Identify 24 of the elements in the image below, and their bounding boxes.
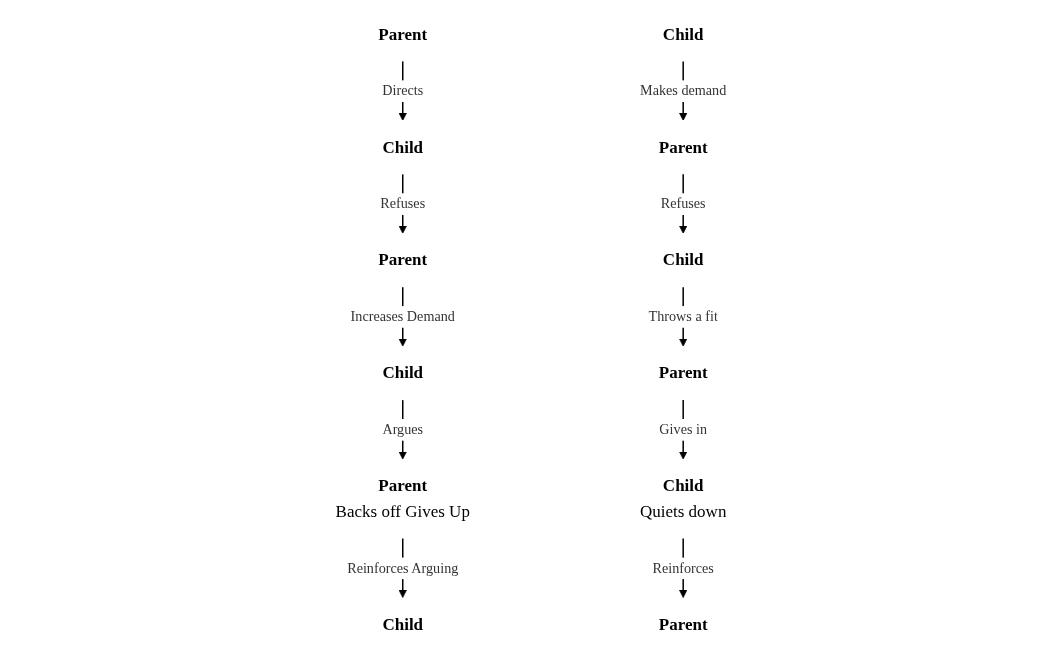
edge-label: Reinforces: [652, 560, 714, 576]
node-text: Parent: [378, 476, 428, 496]
node-text: Child: [382, 614, 424, 634]
node-text: Parent: [658, 137, 708, 157]
node-text: Parent: [658, 614, 708, 634]
edge-label: Reinforces Arguing: [347, 560, 459, 576]
edge-label: Argues: [382, 421, 424, 437]
node-label: Quiets down: [639, 501, 727, 521]
node-text: Child: [382, 363, 424, 383]
node-text: Parent: [658, 363, 708, 383]
edge-label: Throws a fit: [648, 308, 718, 325]
edge-label: Makes demand: [640, 83, 727, 99]
node-text: Child: [662, 250, 704, 270]
node-text: Parent: [378, 24, 428, 44]
node-text: Parent: [378, 250, 428, 270]
edge-label: Refuses: [660, 196, 706, 212]
edge-label: Increases Demand: [350, 308, 455, 325]
node-text: Child: [662, 476, 704, 496]
node-text: Child: [662, 24, 704, 44]
edge-label: Directs: [382, 83, 424, 99]
node-text: Child: [382, 137, 424, 157]
edge-label: Gives in: [659, 421, 708, 437]
node-label: Backs off Gives Up: [335, 501, 470, 521]
edge-label: Refuses: [380, 196, 426, 212]
